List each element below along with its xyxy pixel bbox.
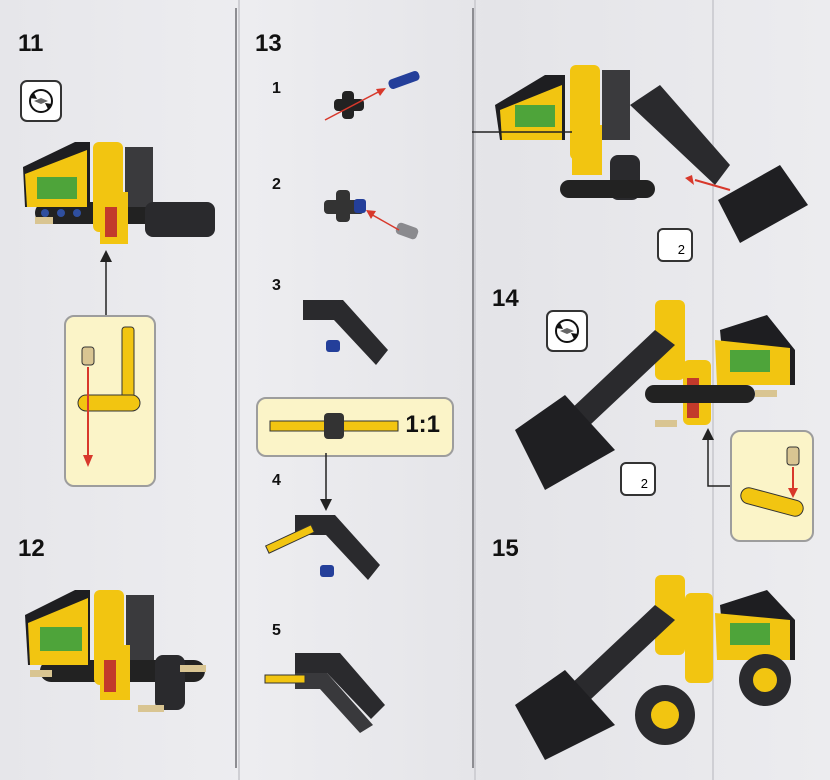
model-assembly-step-12 — [25, 590, 206, 712]
step-number-15: 15 — [492, 535, 519, 562]
model-assembly-step-13-result — [472, 65, 808, 243]
page-fold — [238, 0, 240, 780]
substep-3: 3 — [272, 277, 281, 294]
model-final-step-15 — [515, 575, 795, 760]
substep-2-parts — [324, 190, 419, 240]
quantity-badge: 2 — [620, 462, 656, 496]
substep-1-parts — [324, 70, 420, 121]
sub-assembly-callout — [730, 430, 814, 542]
step-number-14: 14 — [492, 285, 519, 312]
step-divider — [235, 8, 237, 768]
rotate-model-icon — [546, 310, 588, 352]
substep-1: 1 — [272, 80, 281, 97]
ratio-label: 1:1 — [405, 411, 440, 438]
arrow-up-to-model — [100, 250, 112, 325]
arrow-up-to-model — [702, 428, 740, 487]
step-number-13: 13 — [255, 30, 282, 57]
step-number-12: 12 — [18, 535, 45, 562]
rotate-model-icon — [20, 80, 62, 122]
sub-assembly-callout — [64, 315, 156, 487]
substep-3-part — [303, 300, 388, 365]
ratio-callout: 1:1 — [256, 397, 454, 457]
substep-5-part — [264, 653, 385, 733]
substep-5: 5 — [272, 622, 281, 639]
arrow-ratio-to-substep-4 — [320, 453, 332, 511]
step-divider — [472, 8, 474, 768]
substep-2: 2 — [272, 176, 281, 193]
substep-4-part — [264, 515, 380, 580]
step-number-11: 11 — [18, 30, 44, 57]
page-fold — [474, 0, 476, 780]
quantity-badge: 2 — [657, 228, 693, 262]
model-assembly-step-14 — [515, 300, 795, 490]
model-assembly-step-11 — [23, 142, 215, 244]
substep-4: 4 — [272, 472, 281, 489]
